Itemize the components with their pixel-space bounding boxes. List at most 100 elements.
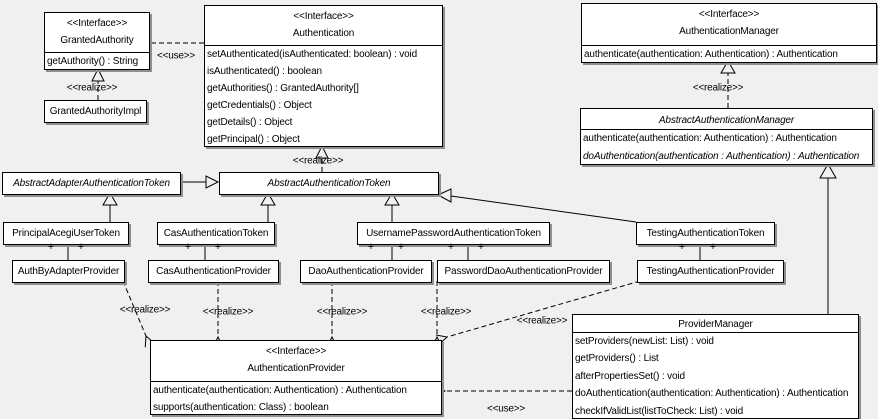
class-name: DaoAuthenticationProvider: [308, 266, 424, 277]
method-row: isAuthenticated() : boolean: [207, 66, 322, 77]
class-title: ProviderManager: [573, 315, 858, 332]
edge-generalization-principal-token: [102, 192, 118, 222]
stereotype-label: <<Interface>>: [66, 18, 128, 29]
uml-class-authentication-provider: <<Interface>> AuthenticationProvider aut…: [150, 340, 442, 415]
edge-generalization-cas-token: [260, 192, 276, 222]
class-name: GrantedAuthorityImpl: [49, 106, 142, 117]
stereotype-label: <<Interface>>: [698, 9, 760, 20]
edge-generalization-usernamepassword-token: [384, 192, 400, 222]
realize-label: <<realize>>: [119, 304, 171, 316]
class-name: TestingAuthenticationToken: [646, 228, 765, 239]
class-name: AuthenticationProvider: [247, 363, 345, 374]
association-plus-label: +: [709, 241, 717, 253]
method-row: doAuthentication(authentication : Authen…: [583, 151, 860, 162]
method-row: setAuthenticated(isAuthenticated: boolea…: [207, 49, 418, 60]
methods-compartment: getAuthority() : String: [45, 52, 149, 71]
class-title: <<Interface>> AuthenticationManager: [582, 4, 876, 45]
realize-label: <<realize>>: [66, 82, 118, 94]
uml-class-cas-authentication-provider: CasAuthenticationProvider: [148, 260, 279, 283]
uml-class-authentication: <<Interface>> Authentication setAuthenti…: [204, 5, 443, 147]
method-row: supports(authentication: Class) : boolea…: [153, 402, 329, 413]
edge-generalization-adapter-token: [179, 175, 220, 189]
method-row: authenticate(authentication: Authenticat…: [153, 385, 407, 396]
uml-class-testing-authentication-token: TestingAuthenticationToken: [636, 222, 775, 245]
method-row: setProviders(newList: List) : void: [575, 336, 714, 347]
uml-class-authentication-manager: <<Interface>> AuthenticationManager auth…: [581, 3, 877, 63]
methods-compartment: authenticate(authentication: Authenticat…: [151, 381, 441, 416]
class-name: CasAuthenticationProvider: [156, 266, 271, 277]
uml-class-dao-authentication-provider: DaoAuthenticationProvider: [300, 260, 432, 283]
realize-label: <<realize>>: [692, 82, 744, 94]
association-plus-label: +: [477, 241, 485, 253]
uml-class-abstract-adapter-authentication-token: AbstractAdapterAuthenticationToken: [2, 172, 181, 195]
edge-realize-providers: [122, 280, 641, 348]
edge-realize-granted-authority-impl: [91, 67, 105, 100]
uml-class-provider-manager: ProviderManager setProviders(newList: Li…: [572, 314, 859, 419]
stereotype-label: <<Interface>>: [265, 346, 327, 357]
class-name: ProviderManager: [678, 319, 753, 330]
method-row: getCredentials() : Object: [207, 100, 312, 111]
uml-class-abstract-authentication-token: AbstractAuthenticationToken: [219, 172, 439, 195]
method-row: getAuthority() : String: [47, 56, 139, 67]
realize-label: <<realize>>: [202, 306, 254, 318]
stereotype-label: <<Interface>>: [293, 11, 354, 22]
association-plus-label: +: [47, 241, 55, 253]
association-plus-label: +: [447, 241, 455, 253]
methods-compartment: setAuthenticated(isAuthenticated: boolea…: [205, 45, 442, 148]
realize-label: <<realize>>: [516, 315, 568, 327]
class-name: PasswordDaoAuthenticationProvider: [444, 266, 603, 277]
class-name: Authentication: [292, 28, 355, 39]
class-name: AbstractAuthenticationManager: [658, 114, 795, 126]
association-plus-label: +: [397, 241, 405, 253]
use-label: <<use>>: [156, 50, 196, 62]
class-name: PrincipalAcegiUserToken: [12, 228, 120, 239]
method-row: checkIfValidList(listToCheck: List) : vo…: [575, 405, 744, 417]
class-title: <<Interface>> GrantedAuthority: [45, 13, 149, 52]
class-name: CasAuthenticationToken: [163, 228, 269, 239]
uml-class-testing-authentication-provider: TestingAuthenticationProvider: [637, 260, 784, 283]
uml-class-principal-acegi-user-token: PrincipalAcegiUserToken: [3, 222, 129, 245]
method-row: authenticate(authentication: Authenticat…: [584, 49, 838, 60]
uml-class-abstract-authentication-manager: AbstractAuthenticationManager authentica…: [580, 108, 873, 165]
class-title: <<Interface>> AuthenticationProvider: [151, 341, 441, 381]
realize-label: <<realize>>: [420, 306, 472, 318]
edge-generalization-provider-manager: [819, 162, 837, 314]
class-name: GrantedAuthority: [60, 35, 134, 46]
association-plus-label: +: [77, 241, 85, 253]
methods-compartment: setProviders(newList: List) : void getPr…: [573, 332, 858, 419]
method-row: getPrincipal() : Object: [207, 134, 300, 145]
method-row: getAuthorities() : GrantedAuthority[]: [207, 83, 359, 94]
class-title: AbstractAuthenticationManager: [581, 109, 872, 129]
class-name: AuthenticationManager: [679, 26, 779, 37]
edge-association-token-provider: [67, 243, 701, 260]
methods-compartment: authenticate(authentication: Authenticat…: [581, 129, 872, 166]
realize-label: <<realize>>: [292, 155, 344, 167]
realize-label: <<realize>>: [316, 306, 368, 318]
class-name: AuthByAdapterProvider: [17, 266, 120, 277]
use-label: <<use>>: [486, 403, 526, 415]
edge-generalization-testing-token: [436, 188, 637, 223]
association-plus-label: +: [367, 241, 375, 253]
method-row: authenticate(authentication: Authenticat…: [583, 133, 837, 144]
method-row: getDetails() : Object: [207, 117, 293, 128]
class-name: TestingAuthenticationProvider: [646, 266, 775, 277]
method-row: doAuthentication(authentication: Authent…: [575, 388, 849, 400]
association-plus-label: +: [678, 241, 686, 253]
uml-class-username-password-authentication-token: UsernamePasswordAuthenticationToken: [357, 222, 550, 245]
edge-realize-abstract-token: [315, 144, 329, 172]
uml-class-granted-authority: <<Interface>> GrantedAuthority getAuthor…: [44, 12, 150, 70]
method-row: getProviders() : List: [575, 353, 659, 365]
edge-realize-abstract-manager: [720, 60, 736, 108]
methods-compartment: authenticate(authentication: Authenticat…: [582, 45, 876, 64]
uml-class-granted-authority-impl: GrantedAuthorityImpl: [44, 100, 147, 123]
class-name: UsernamePasswordAuthenticationToken: [366, 228, 541, 239]
association-plus-label: +: [184, 241, 192, 253]
uml-class-cas-authentication-token: CasAuthenticationToken: [157, 222, 275, 245]
uml-class-password-dao-authentication-provider: PasswordDaoAuthenticationProvider: [437, 260, 610, 283]
class-title: <<Interface>> Authentication: [205, 6, 442, 45]
class-name: AbstractAuthenticationToken: [267, 178, 391, 189]
uml-class-auth-by-adapter-provider: AuthByAdapterProvider: [12, 260, 125, 283]
class-name: AbstractAdapterAuthenticationToken: [13, 178, 170, 189]
